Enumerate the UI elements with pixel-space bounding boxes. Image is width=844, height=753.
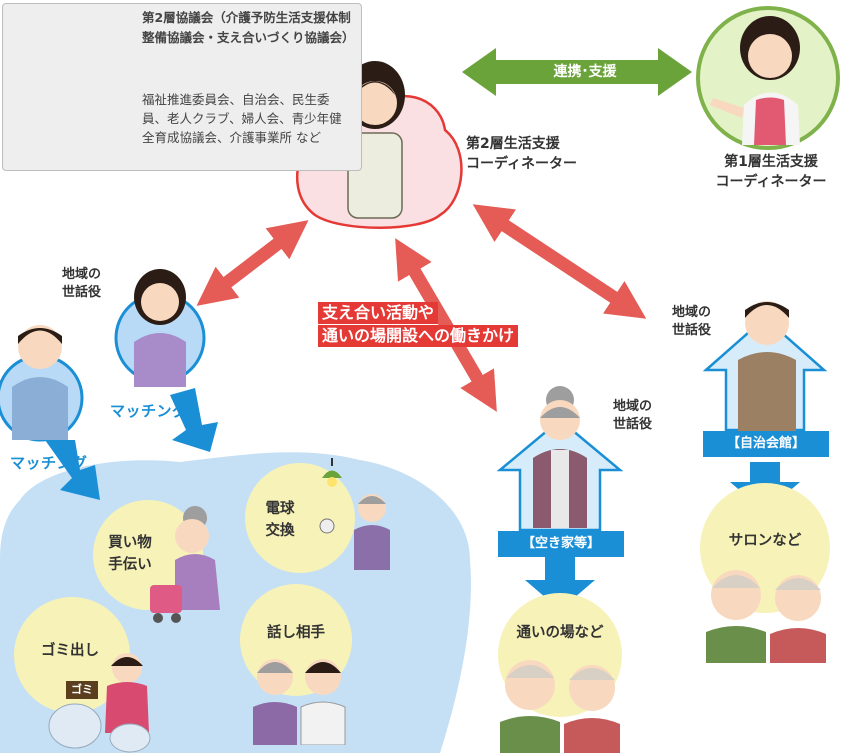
- caretaker-woman-figure: [134, 269, 186, 387]
- matching-label-2: マッチング: [10, 454, 88, 472]
- coordinator1-label-line1: 第1層生活支援: [724, 154, 818, 170]
- vacant-house-down-arrow: [525, 556, 595, 610]
- community-hall-caretaker-figure: [738, 301, 796, 436]
- activity-label-shopping-line1: 買い物: [108, 535, 152, 551]
- community-hall-label: 【自治会館】: [703, 431, 829, 457]
- support-caption-line1: 支え合い活動や: [318, 302, 439, 324]
- caretaker-label-right-line1: 地域の: [672, 305, 712, 320]
- caretaker-label-left: 地域の 世話役: [62, 266, 101, 302]
- garbage-figure: [48, 653, 151, 753]
- red-arrow-left: [196, 220, 309, 306]
- support-caption: 支え合い活動や 通いの場開設への働きかけ: [318, 302, 519, 348]
- coordinator1-label: 第1層生活支援 コーディネーター: [706, 152, 836, 192]
- activity-circle-bulb: [245, 463, 355, 573]
- activity-label-shopping-line2: 手伝い: [108, 557, 152, 573]
- caretaker-label-right-line2: 世話役: [672, 323, 712, 338]
- caretaker-label-center: 地域の 世話役: [613, 398, 652, 434]
- vacant-house-label: 【空き家等】: [498, 531, 624, 557]
- council-members: 福祉推進委員会、自治会、民生委員、老人クラブ、婦人会、青少年健全育成協議会、介護…: [142, 92, 342, 145]
- link-label: 連携･支援: [553, 64, 617, 80]
- caretaker-label-left-line2: 世話役: [62, 285, 102, 300]
- activity-circle-garbage: [14, 597, 130, 713]
- caretaker-label-center-line1: 地域の: [613, 399, 653, 414]
- red-arrow-right: [472, 204, 647, 319]
- council-box: [2, 3, 362, 171]
- talk-partner-figure: [253, 659, 346, 745]
- council-title: 第2層協議会（介護予防生活支援体制整備協議会・支え合いづくり協議会）: [142, 10, 355, 45]
- kayoi-elders-figure: [500, 660, 620, 753]
- caretaker-label-right: 地域の 世話役: [672, 304, 711, 340]
- activity-label-bulb: 電球 交換: [258, 498, 302, 542]
- coordinator2-label-line2: コーディネーター: [466, 156, 578, 172]
- support-caption-line2: 通いの場開設への働きかけ: [318, 325, 519, 347]
- activity-label-bulb-line1: 電球: [265, 501, 295, 517]
- coordinator1-label-line2: コーディネーター: [715, 174, 827, 190]
- coordinator2-label-line1: 第2層生活支援: [466, 136, 560, 152]
- bulb-exchange-figure: [319, 458, 390, 570]
- caretaker-label-left-line1: 地域の: [62, 267, 102, 282]
- matching-label-1: マッチング: [110, 402, 188, 420]
- kayoi-label: 通いの場など: [516, 625, 604, 641]
- activity-label-shopping: 買い物 手伝い: [100, 532, 160, 576]
- activity-label-bulb-line2: 交換: [265, 523, 295, 539]
- matching-arrow-1: [45, 440, 100, 500]
- shopping-elder-figure: [150, 506, 220, 623]
- caretaker-man-figure: [12, 325, 68, 440]
- salon-label: サロンなど: [728, 533, 802, 549]
- link-double-arrow: [462, 48, 692, 96]
- activity-label-garbage: ゴミ出し: [41, 643, 99, 659]
- salon-elders-figure: [706, 570, 826, 663]
- vacant-house-caretaker-figure: [533, 386, 587, 528]
- caretaker-label-center-line2: 世話役: [613, 417, 653, 432]
- coordinator2-label: 第2層生活支援 コーディネーター: [466, 134, 577, 174]
- coordinator1-figure: [710, 16, 800, 145]
- matching-arrow-2: [170, 388, 218, 452]
- garbage-sign: ゴミ: [66, 681, 98, 699]
- activity-label-talk: 話し相手: [267, 625, 325, 641]
